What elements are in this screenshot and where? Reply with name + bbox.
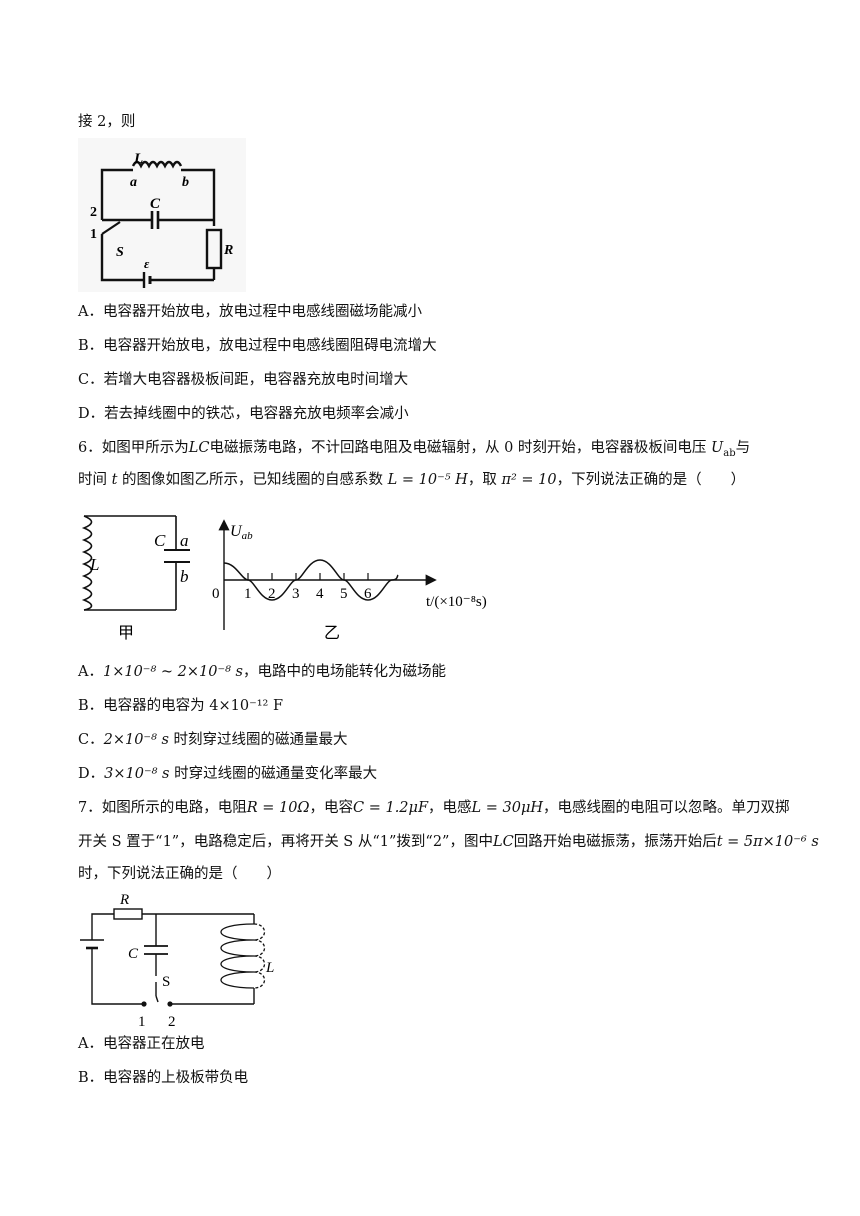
q6-stem-line2: 时间 t 的图像如图乙所示，已知线圈的自感系数 L = 10⁻⁵ H，取 π² … bbox=[78, 470, 745, 490]
q6-yi-origin: 0 bbox=[212, 586, 220, 602]
q6-yi-tick-3: 3 bbox=[292, 586, 300, 602]
q7-option-b: B．电容器的上极板带负电 bbox=[78, 1070, 249, 1086]
q6-option-a-text: ，电路中的电场能转化为磁场能 bbox=[243, 664, 446, 680]
q6-jia-label-L: L bbox=[89, 555, 99, 574]
q5-label-R: R bbox=[223, 243, 233, 258]
q6-jia-label-C: C bbox=[154, 531, 166, 550]
q6-jia-caption: 甲 bbox=[118, 625, 134, 642]
q6-stem-text-4: 时间 bbox=[78, 472, 107, 488]
q7-stem-line3: 时，下列说法正确的是（ ） bbox=[78, 866, 281, 882]
q6-yi-tick-4: 4 bbox=[316, 586, 324, 602]
q6-option-b-label: B． bbox=[78, 698, 104, 714]
q5-label-L: L bbox=[133, 151, 143, 167]
q6-yi-tick-5: 5 bbox=[340, 586, 348, 602]
q7-stem-text-3: ，电感 bbox=[428, 800, 472, 816]
q6-formula-pi: π² = 10 bbox=[501, 472, 557, 488]
q6-formula-L: L = 10⁻⁵ H bbox=[387, 472, 468, 488]
q6-jia-label-b: b bbox=[180, 567, 189, 586]
q6-option-d-formula: 3×10⁻⁸ s bbox=[104, 766, 170, 782]
q5-label-C: C bbox=[150, 196, 161, 212]
q6-yi-tick-2: 2 bbox=[268, 586, 276, 602]
q6-stem-text-3: 与 bbox=[735, 440, 751, 456]
q7-label-S: S bbox=[162, 974, 170, 990]
q7-label-C: C bbox=[128, 946, 139, 962]
q6-yi-caption: 乙 bbox=[324, 625, 340, 642]
q6-option-a: A．1×10⁻⁸ ~ 2×10⁻⁸ s，电路中的电场能转化为磁场能 bbox=[78, 662, 446, 682]
q6-option-c: C．2×10⁻⁸ s 时刻穿过线圈的磁通量最大 bbox=[78, 730, 348, 750]
q6-jia-label-a: a bbox=[180, 531, 189, 550]
q6-lc-var: LC bbox=[188, 440, 210, 456]
q6-option-c-label: C． bbox=[78, 732, 104, 748]
q6-option-b-text: 电容器的电容为 4×10⁻¹² F bbox=[103, 698, 284, 714]
q5-label-1: 1 bbox=[90, 227, 97, 242]
q7-label-1: 1 bbox=[138, 1014, 146, 1030]
q7-stem-text-2: ，电容 bbox=[309, 800, 354, 816]
q7-stem-text: 7．如图所示的电路，电阻 bbox=[78, 800, 247, 816]
q6-figure-yi: Uab t/(×10⁻⁸s) 0 1 2 3 4 5 6 乙 bbox=[206, 518, 506, 644]
q5-option-d: D．若去掉线圈中的铁芯，电容器充放电频率会减小 bbox=[78, 406, 409, 422]
q7-formula-L: L = 30μH bbox=[471, 800, 544, 816]
q5-label-a: a bbox=[130, 175, 137, 190]
q7-lc-var: LC bbox=[492, 834, 514, 850]
q6-option-d-label: D． bbox=[78, 766, 105, 782]
q6-yi-tick-1: 1 bbox=[244, 586, 252, 602]
q7-stem-line2: 开关 S 置于“1”，电路稳定后，再将开关 S 从“1”拨到“2”，图中LC回路… bbox=[78, 832, 819, 852]
q7-label-2: 2 bbox=[168, 1014, 176, 1030]
q5-option-b: B．电容器开始放电，放电过程中电感线圈阻碍电流增大 bbox=[78, 338, 437, 354]
q7-label-L: L bbox=[265, 960, 274, 976]
q5-label-b: b bbox=[182, 175, 189, 190]
q7-option-a: A．电容器正在放电 bbox=[78, 1036, 205, 1052]
q5-label-2: 2 bbox=[90, 205, 97, 220]
q6-option-c-formula: 2×10⁻⁸ s bbox=[103, 732, 169, 748]
q6-stem-text-2: 电磁振荡电路，不计回路电阻及电磁辐射，从 0 时刻开始，电容器极板间电压 bbox=[209, 440, 707, 456]
q6-u-sub: ab bbox=[723, 447, 736, 459]
q5-option-a: A．电容器开始放电，放电过程中电感线圈磁场能减小 bbox=[78, 304, 422, 320]
q6-t-var: t bbox=[111, 472, 118, 488]
q6-stem-line1: 6．如图甲所示为LC电磁振荡电路，不计回路电阻及电磁辐射，从 0 时刻开始，电容… bbox=[78, 438, 750, 464]
q7-formula-R: R = 10Ω bbox=[246, 800, 310, 816]
q7-formula-t: t = 5π×10⁻⁶ s bbox=[716, 834, 819, 850]
q6-stem-text-6: ，取 bbox=[467, 472, 497, 488]
q7-circuit-figure: R C S L 1 2 bbox=[78, 890, 288, 1032]
q5-label-E: ε bbox=[144, 256, 150, 271]
q5-label-S: S bbox=[116, 245, 124, 260]
q6-yi-tick-6: 6 bbox=[364, 586, 372, 602]
q6-stem-text: 6．如图甲所示为 bbox=[78, 440, 189, 456]
q6-option-d-text: 时穿过线圈的磁通量变化率最大 bbox=[169, 766, 378, 782]
q6-option-d: D．3×10⁻⁸ s 时穿过线圈的磁通量变化率最大 bbox=[78, 764, 377, 784]
q7-stem-text-5: 开关 S 置于“1”，电路稳定后，再将开关 S 从“1”拨到“2”，图中 bbox=[78, 834, 493, 850]
q6-yi-xlabel: t/(×10⁻⁸s) bbox=[426, 594, 487, 610]
q6-stem-text-5: 的图像如图乙所示，已知线圈的自感系数 bbox=[122, 472, 384, 488]
q6-u-var: U bbox=[711, 440, 724, 456]
q6-option-b: B．电容器的电容为 4×10⁻¹² F bbox=[78, 696, 283, 716]
q7-label-R: R bbox=[119, 892, 129, 908]
q6-option-a-formula: 1×10⁻⁸ ~ 2×10⁻⁸ s bbox=[102, 664, 243, 680]
q7-stem-line1: 7．如图所示的电路，电阻R = 10Ω，电容C = 1.2μF，电感L = 30… bbox=[78, 798, 790, 818]
q6-option-c-text: 时刻穿过线圈的磁通量最大 bbox=[168, 732, 348, 748]
q7-stem-text-4: ，电感线圈的电阻可以忽略。单刀双掷 bbox=[543, 800, 790, 816]
q6-option-a-label: A． bbox=[78, 664, 103, 680]
q7-stem-text-6: 回路开始电磁振荡，振荡开始后 bbox=[513, 834, 717, 850]
q6-figure-jia: C a b L 甲 bbox=[72, 506, 202, 644]
q7-formula-C: C = 1.2μF bbox=[353, 800, 429, 816]
q5-option-c: C．若增大电容器极板间距，电容器充放电时间增大 bbox=[78, 372, 409, 388]
q5-tail-text: 接 2，则 bbox=[78, 114, 136, 130]
q5-circuit-figure: L a b C 2 1 S ε R bbox=[78, 138, 246, 292]
q6-stem-text-7: ，下列说法正确的是（ ） bbox=[556, 472, 746, 488]
q6-yi-ylabel: Uab bbox=[230, 523, 253, 542]
